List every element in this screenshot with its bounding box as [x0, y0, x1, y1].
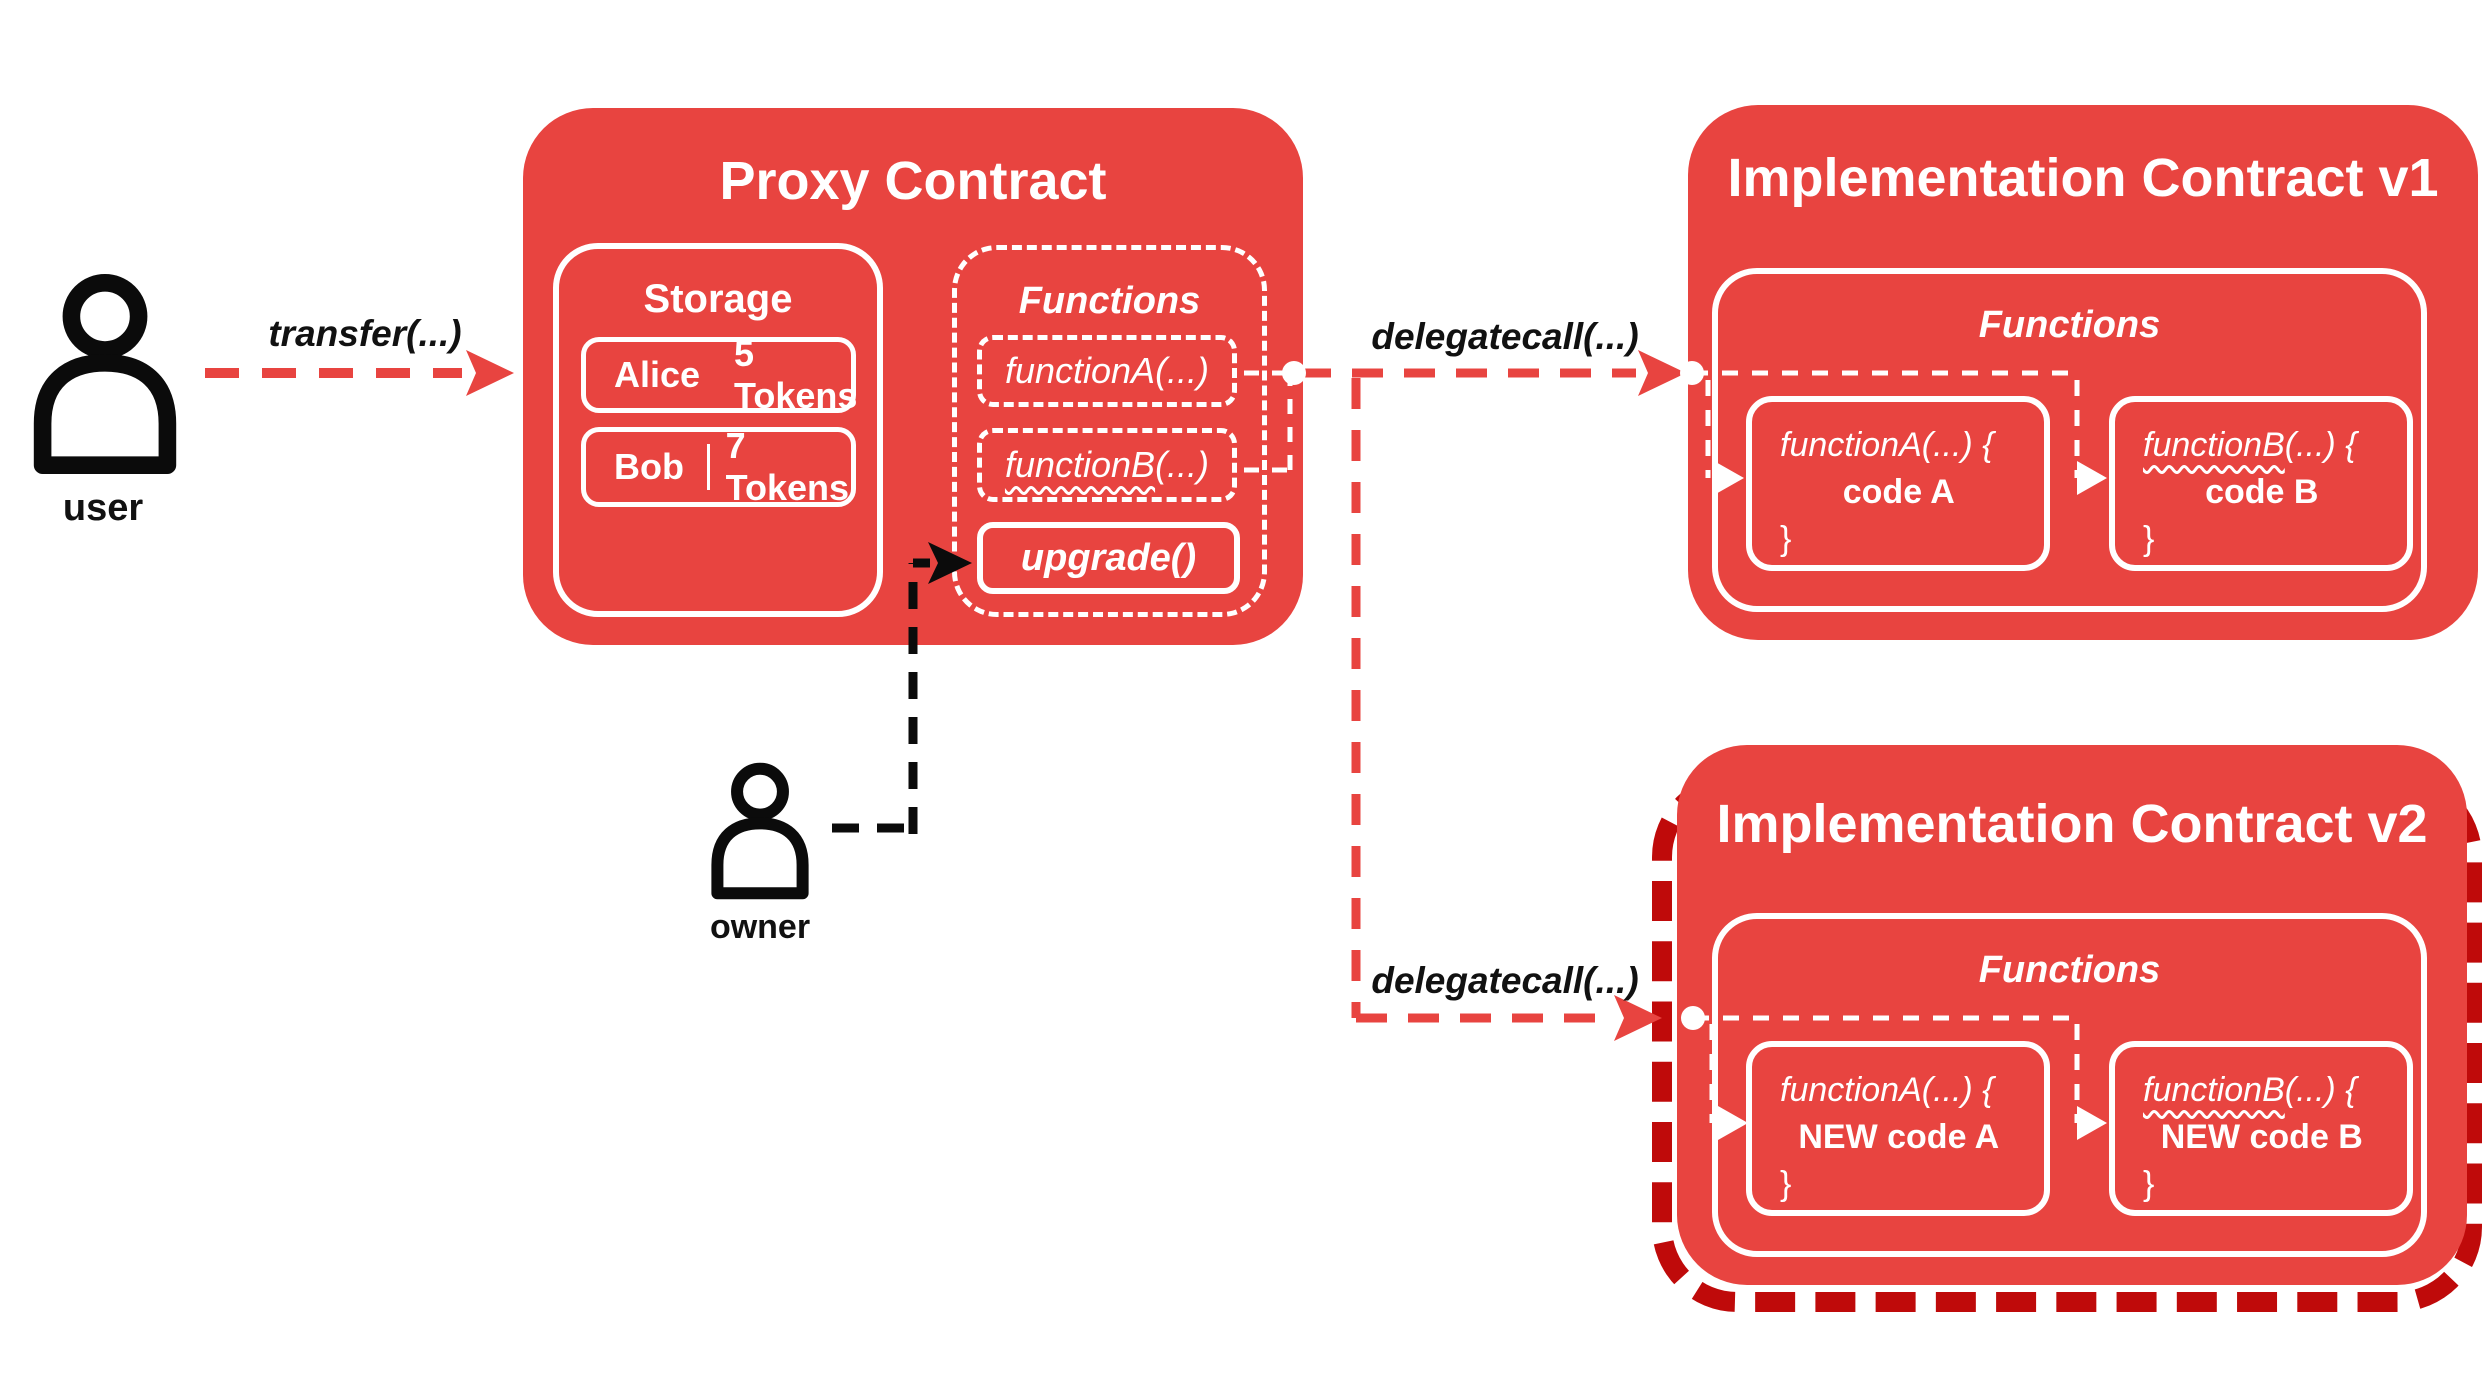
storage-row-value: 5 Tokens: [734, 333, 858, 416]
proxy-contract-title: Proxy Contract: [719, 151, 1107, 211]
proxy-functionB-item: functionB(...): [977, 428, 1237, 502]
impl-v1-functionA-box: functionA(...) { code A }: [1746, 396, 2050, 571]
functionA-close: }: [1780, 1165, 1792, 1203]
storage-row-name: Bob: [614, 446, 684, 487]
user-actor: [25, 268, 185, 480]
proxy-upgrade-item: upgrade(): [977, 522, 1240, 594]
functionB-signature: functionB(...) {: [2143, 426, 2357, 464]
transfer-label: transfer(...): [268, 313, 462, 354]
impl-v1-box: Implementation Contract v1 Functions fun…: [1688, 105, 2478, 640]
functionB-close: }: [2143, 1165, 2155, 1203]
proxy-functions-group: Functions functionA(...) functionB(...) …: [952, 245, 1267, 617]
user-icon: [33, 274, 177, 475]
user-label: user: [62, 487, 144, 529]
proxy-functionA-item: functionA(...): [977, 335, 1237, 407]
proxy-contract-box: Proxy Contract Storage Alice 5 Tokens Bo…: [523, 108, 1303, 645]
functionB-body: NEW code B: [2160, 1118, 2363, 1156]
functionA-name: functionA: [1004, 350, 1156, 391]
proxy-storage-title: Storage: [643, 277, 793, 321]
owner-label: owner: [709, 908, 811, 946]
impl-v1-title: Implementation Contract v1: [1727, 148, 2439, 208]
storage-row-bob: Bob 7 Tokens: [581, 425, 856, 508]
delegatecall-v2-arrow: [1351, 378, 1662, 1041]
owner-actor: [705, 760, 815, 902]
functionA-body: NEW code A: [1798, 1118, 2000, 1156]
functionA-signature: functionA(...) {: [1780, 1071, 1994, 1109]
delegatecall-v2-label: delegatecall(...): [1371, 960, 1639, 1001]
functionA-args: (...): [1155, 350, 1210, 391]
upgrade-label: upgrade(): [1020, 536, 1197, 579]
transfer-arrow: [205, 350, 514, 396]
impl-v2-functions-title: Functions: [1978, 949, 2161, 991]
functionB-body: code B: [2205, 473, 2319, 511]
delegatecall-v1-label: delegatecall(...): [1371, 316, 1639, 357]
storage-row-name: Alice: [614, 354, 701, 395]
functionA-signature: functionA(...) {: [1780, 426, 1994, 464]
impl-v1-functions-container: Functions functionA(...) { code A } func…: [1712, 268, 2427, 612]
impl-v2-functionA-box: functionA(...) { NEW code A }: [1746, 1041, 2050, 1216]
proxy-storage-box: Storage Alice 5 Tokens Bob 7 Tokens: [553, 243, 883, 617]
functionB-name: functionB: [1004, 444, 1156, 485]
impl-v1-functionB-box: functionB(...) { code B }: [2109, 396, 2413, 571]
functionB-args: (...): [1155, 444, 1210, 485]
functionA-body: code A: [1842, 473, 1955, 511]
functionB-close: }: [2143, 520, 2155, 558]
storage-row-alice: Alice 5 Tokens: [581, 333, 857, 416]
proxy-functions-title: Functions: [1018, 280, 1201, 322]
impl-v2-box: Implementation Contract v2 Functions fun…: [1677, 745, 2467, 1285]
functionB-signature: functionB(...) {: [2143, 1071, 2357, 1109]
owner-icon: [711, 762, 809, 900]
impl-v2-functions-container: Functions functionA(...) { NEW code A } …: [1712, 913, 2427, 1257]
storage-row-value: 7 Tokens: [725, 425, 850, 508]
storage-row-divider: [707, 444, 710, 490]
impl-v1-functions-title: Functions: [1978, 304, 2161, 346]
functionA-close: }: [1780, 520, 1792, 558]
impl-v2-functionB-box: functionB(...) { NEW code B }: [2109, 1041, 2413, 1216]
impl-v2-title: Implementation Contract v2: [1716, 794, 2428, 854]
